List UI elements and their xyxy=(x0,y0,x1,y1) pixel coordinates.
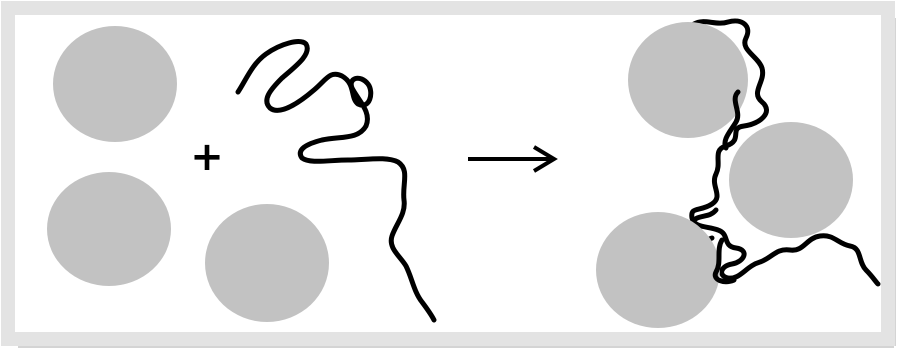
particle-top-left xyxy=(53,26,177,142)
particle-bottom-middle xyxy=(205,204,329,322)
product-particle-right xyxy=(729,122,853,238)
product-particle-bottom xyxy=(596,212,720,328)
product-particle-top xyxy=(628,22,748,138)
particle-bottom-left xyxy=(47,172,171,286)
plus-sign: + xyxy=(190,134,224,180)
